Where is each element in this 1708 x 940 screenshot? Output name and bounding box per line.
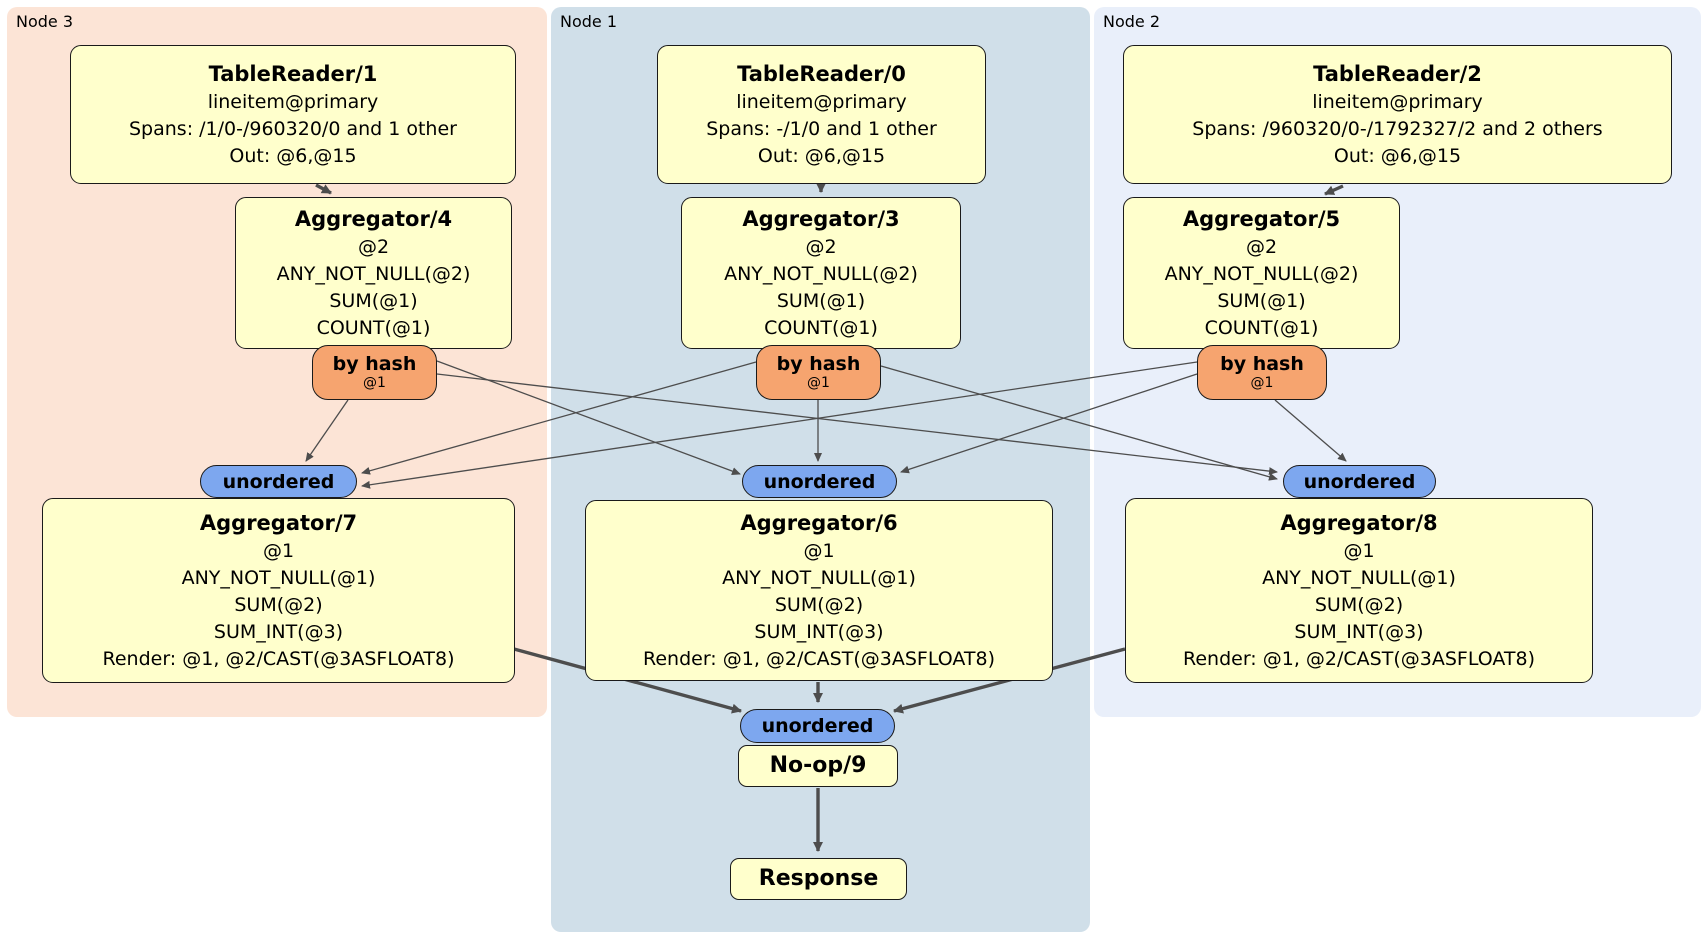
edge-tablereader2-aggregator5 — [1324, 184, 1344, 196]
router-by-hash-3: by hash @1 — [756, 345, 881, 400]
processor-detail: lineitem@primary — [207, 90, 379, 113]
processor-detail: Out: @6,@15 — [757, 144, 886, 167]
processor-detail: ANY_NOT_NULL(@2) — [1164, 262, 1359, 285]
edge-byhash3-unordered-node2 — [880, 365, 1278, 481]
region-node2-label: Node 2 — [1103, 12, 1161, 31]
router-detail: @1 — [1250, 375, 1274, 391]
processor-detail: @2 — [1245, 235, 1278, 258]
edge-tablereader1-aggregator4 — [315, 183, 332, 195]
processor-response: Response — [730, 858, 907, 900]
processor-tablereader-2: TableReader/2 lineitem@primary Spans: /9… — [1123, 45, 1672, 184]
processor-title: Aggregator/3 — [742, 206, 900, 231]
processor-detail: COUNT(@1) — [1204, 316, 1319, 339]
processor-detail: lineitem@primary — [736, 90, 907, 113]
processor-detail: Spans: /1/0-/960320/0 and 1 other — [129, 117, 457, 140]
processor-detail: Out: @6,@15 — [1333, 144, 1462, 167]
region-node1-label: Node 1 — [560, 12, 618, 31]
processor-detail: Render: @1, @2/CAST(@3ASFLOAT8) — [102, 647, 455, 670]
processor-detail: SUM(@1) — [776, 289, 866, 312]
processor-detail: @1 — [262, 539, 295, 562]
processor-noop-9: No-op/9 — [738, 745, 898, 787]
router-detail: @1 — [363, 375, 386, 391]
processor-detail: COUNT(@1) — [316, 316, 431, 339]
processor-detail: lineitem@primary — [1312, 90, 1483, 113]
processor-aggregator-8: Aggregator/8 @1 ANY_NOT_NULL(@1) SUM(@2)… — [1125, 498, 1593, 683]
processor-detail: SUM(@2) — [774, 593, 864, 616]
processor-detail: @1 — [803, 539, 835, 562]
processor-detail: SUM(@2) — [1314, 593, 1404, 616]
processor-tablereader-1: TableReader/1 lineitem@primary Spans: /1… — [70, 45, 516, 184]
processor-aggregator-3: Aggregator/3 @2 ANY_NOT_NULL(@2) SUM(@1)… — [681, 197, 961, 349]
processor-detail: COUNT(@1) — [764, 316, 878, 339]
router-detail: @1 — [807, 375, 830, 391]
router-by-hash-4: by hash @1 — [312, 345, 437, 400]
router-label: by hash — [1220, 353, 1304, 375]
edge-byhash4-unordered-node2 — [436, 373, 1278, 476]
processor-tablereader-0: TableReader/0 lineitem@primary Spans: -/… — [657, 45, 986, 184]
processor-detail: SUM_INT(@3) — [754, 620, 884, 643]
edge-byhash4-unordered-node3 — [305, 399, 349, 462]
processor-title: TableReader/2 — [1313, 61, 1482, 86]
edge-byhash5-unordered-node2 — [1274, 399, 1347, 462]
processor-detail: ANY_NOT_NULL(@1) — [181, 566, 376, 589]
processor-aggregator-6: Aggregator/6 @1 ANY_NOT_NULL(@1) SUM(@2)… — [585, 500, 1053, 681]
processor-aggregator-4: Aggregator/4 @2 ANY_NOT_NULL(@2) SUM(@1)… — [235, 197, 512, 349]
edge-byhash5-unordered-node3 — [361, 361, 1198, 489]
processor-title: Aggregator/6 — [740, 510, 898, 535]
stream-unordered-node2: unordered — [1283, 465, 1436, 498]
stream-unordered-final: unordered — [740, 709, 895, 743]
processor-title: Response — [758, 866, 879, 891]
processor-detail: ANY_NOT_NULL(@1) — [722, 566, 916, 589]
router-label: by hash — [332, 353, 417, 375]
processor-detail: SUM(@1) — [329, 289, 418, 312]
processor-title: Aggregator/8 — [1280, 510, 1438, 535]
processor-detail: SUM_INT(@3) — [213, 620, 344, 643]
processor-detail: ANY_NOT_NULL(@2) — [724, 262, 918, 285]
region-node3-label: Node 3 — [16, 12, 74, 31]
processor-detail: @1 — [1343, 539, 1375, 562]
processor-detail: ANY_NOT_NULL(@1) — [1262, 566, 1456, 589]
processor-title: Aggregator/4 — [294, 206, 453, 231]
processor-detail: SUM(@2) — [234, 593, 323, 616]
stream-unordered-node1: unordered — [742, 465, 897, 498]
processor-title: Aggregator/5 — [1182, 206, 1341, 231]
edge-byhash5-unordered-node1 — [900, 373, 1198, 474]
processor-detail: Spans: /960320/0-/1792327/2 and 2 others — [1192, 117, 1603, 140]
processor-detail: Spans: -/1/0 and 1 other — [706, 117, 937, 140]
processor-detail: SUM_INT(@3) — [1294, 620, 1424, 643]
stream-unordered-node3: unordered — [200, 465, 357, 498]
processor-detail: Render: @1, @2/CAST(@3ASFLOAT8) — [643, 647, 995, 670]
router-by-hash-5: by hash @1 — [1197, 345, 1327, 400]
processor-title: TableReader/1 — [208, 61, 378, 86]
processor-detail: Out: @6,@15 — [229, 144, 357, 167]
processor-detail: @2 — [805, 235, 837, 258]
processor-aggregator-5: Aggregator/5 @2 ANY_NOT_NULL(@2) SUM(@1)… — [1123, 197, 1400, 349]
processor-detail: ANY_NOT_NULL(@2) — [276, 262, 471, 285]
processor-aggregator-7: Aggregator/7 @1 ANY_NOT_NULL(@1) SUM(@2)… — [42, 498, 515, 683]
processor-detail: SUM(@1) — [1217, 289, 1306, 312]
processor-title: Aggregator/7 — [199, 510, 358, 535]
edge-byhash4-unordered-node1 — [436, 360, 741, 475]
router-label: by hash — [776, 353, 861, 375]
processor-title: TableReader/0 — [737, 61, 906, 86]
processor-detail: Render: @1, @2/CAST(@3ASFLOAT8) — [1183, 647, 1535, 670]
processor-detail: @2 — [357, 235, 390, 258]
processor-title: No-op/9 — [769, 753, 867, 778]
edge-byhash3-unordered-node3 — [361, 361, 757, 475]
